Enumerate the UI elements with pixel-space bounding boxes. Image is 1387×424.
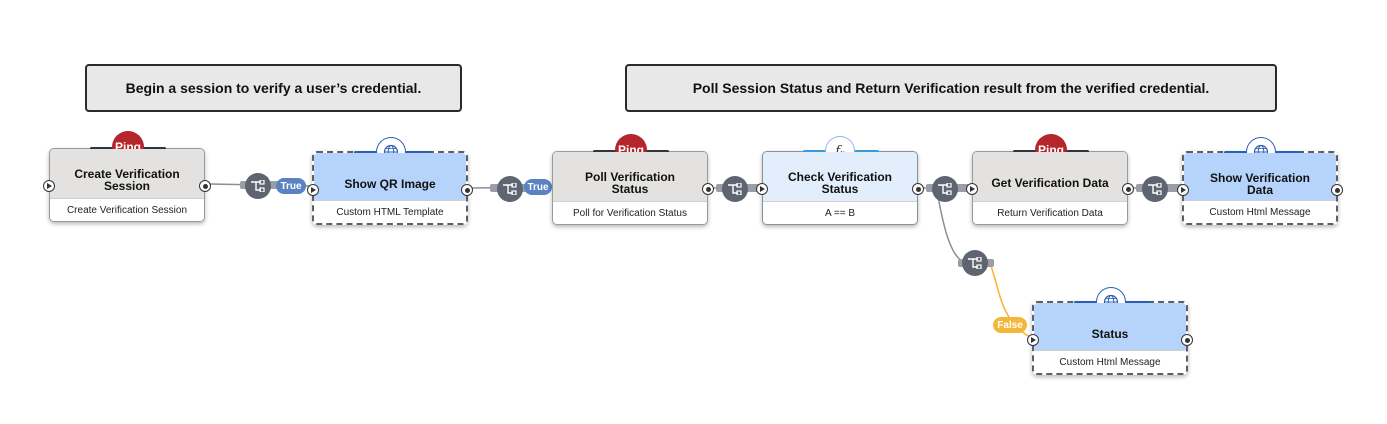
- node-title: Poll Verification Status: [553, 152, 707, 204]
- output-port[interactable]: [1122, 183, 1134, 195]
- node-subtitle: Return Verification Data: [973, 201, 1127, 224]
- annotation-poll-session: Poll Session Status and Return Verificat…: [625, 64, 1277, 112]
- output-port[interactable]: [461, 184, 473, 196]
- input-port[interactable]: [966, 183, 978, 195]
- node-title: Status: [1034, 303, 1186, 355]
- node-subtitle: A == B: [763, 201, 917, 224]
- output-port[interactable]: [912, 183, 924, 195]
- output-port[interactable]: [1181, 334, 1193, 346]
- input-port[interactable]: [756, 183, 768, 195]
- branch-icon: [1148, 183, 1162, 195]
- node-show-verification-data[interactable]: Show Verification Data Custom Html Messa…: [1177, 137, 1343, 225]
- connector-node[interactable]: [497, 176, 523, 202]
- input-port[interactable]: [1027, 334, 1039, 346]
- node-status[interactable]: Status Custom Html Message: [1027, 287, 1193, 375]
- branch-icon: [503, 183, 517, 195]
- node-title: Show Verification Data: [1184, 153, 1336, 205]
- false-label[interactable]: False: [993, 317, 1027, 333]
- node-create-verification-session[interactable]: Ping Create Verification Session Create …: [43, 131, 211, 222]
- connector-node[interactable]: [932, 176, 958, 202]
- node-subtitle: Create Verification Session: [50, 198, 204, 221]
- node-title: Create Verification Session: [50, 149, 204, 201]
- node-check-verification-status[interactable]: 𝑓ₓ Check Verification Status A == B: [756, 136, 924, 225]
- node-get-verification-data[interactable]: Ping Get Verification Data Return Verifi…: [966, 134, 1134, 225]
- branch-icon: [968, 257, 982, 269]
- connector-node[interactable]: [1142, 176, 1168, 202]
- true-label[interactable]: True: [524, 179, 552, 195]
- output-port[interactable]: [199, 180, 211, 192]
- connector-node[interactable]: [962, 250, 988, 276]
- connector-node[interactable]: [245, 173, 271, 199]
- output-port[interactable]: [702, 183, 714, 195]
- node-title: Get Verification Data: [973, 152, 1127, 204]
- node-show-qr-image[interactable]: Show QR Image Custom HTML Template: [307, 137, 473, 225]
- input-port[interactable]: [307, 184, 319, 196]
- node-subtitle: Custom Html Message: [1184, 200, 1336, 223]
- output-port[interactable]: [1331, 184, 1343, 196]
- node-poll-verification-status[interactable]: Ping Poll Verification Status Poll for V…: [552, 134, 714, 225]
- node-title: Check Verification Status: [763, 152, 917, 204]
- branch-icon: [938, 183, 952, 195]
- wire-check-branch-false: [937, 195, 969, 264]
- connector-node[interactable]: [722, 176, 748, 202]
- branch-icon: [251, 180, 265, 192]
- true-label[interactable]: True: [276, 178, 306, 194]
- annotation-begin-session: Begin a session to verify a user’s crede…: [85, 64, 462, 112]
- node-subtitle: Poll for Verification Status: [553, 201, 707, 224]
- node-subtitle: Custom HTML Template: [314, 200, 466, 223]
- node-title: Show QR Image: [314, 153, 466, 205]
- input-port[interactable]: [43, 180, 55, 192]
- branch-icon: [728, 183, 742, 195]
- node-subtitle: Custom Html Message: [1034, 350, 1186, 373]
- input-port[interactable]: [1177, 184, 1189, 196]
